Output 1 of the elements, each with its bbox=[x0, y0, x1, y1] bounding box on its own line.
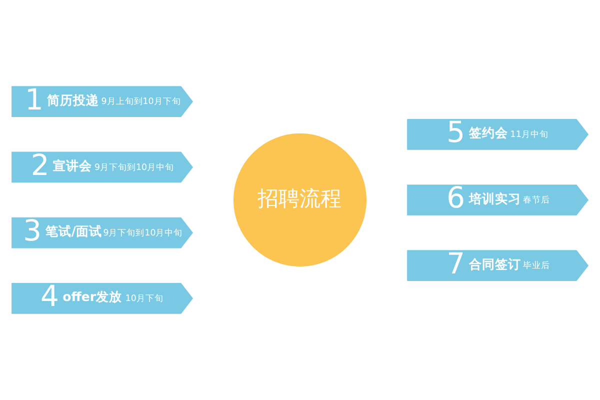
node-circle: 招聘流程 bbox=[233, 133, 367, 267]
